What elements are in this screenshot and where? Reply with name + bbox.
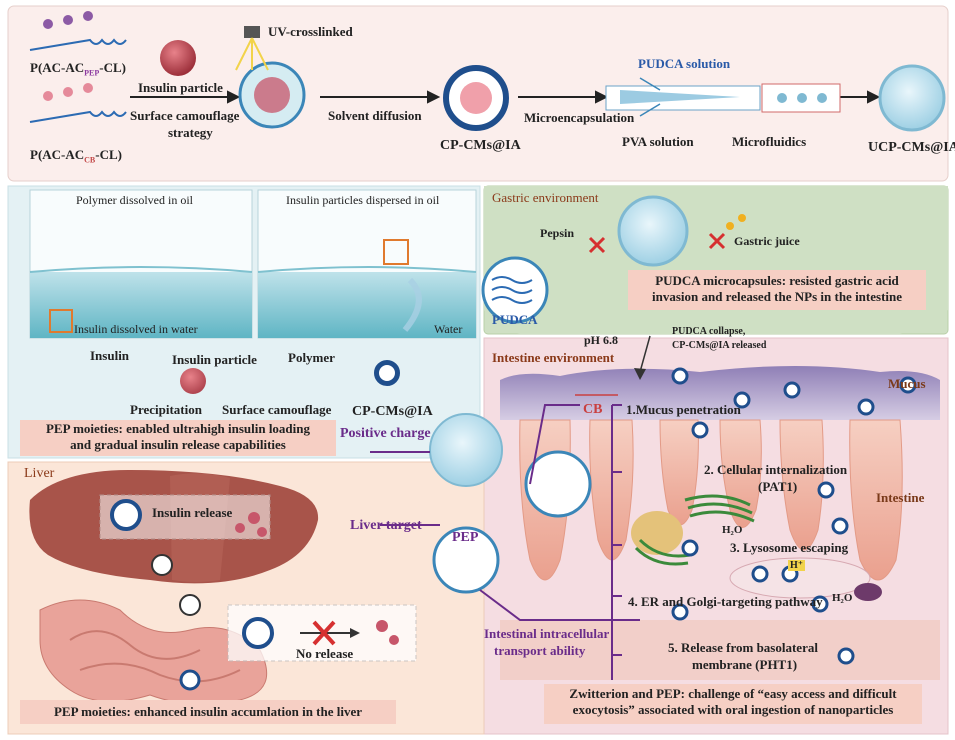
particles-oil-label: Insulin particles dispersed in oil <box>286 193 440 207</box>
insulin-release-label: Insulin release <box>152 505 233 520</box>
water-label: Water <box>434 322 463 336</box>
emulsion-cp-cms-ia-label: CP-CMs@IA <box>352 404 433 419</box>
pep-loading-note-line2: and gradual insulin release capabilities <box>70 437 286 453</box>
positive-charge-label: Positive charge <box>340 426 431 441</box>
pudca-note: PUDCA microcapsules: resisted gastric ac… <box>628 273 926 306</box>
ph-label: pH 6.8 <box>584 333 619 347</box>
microencapsulation-label: Microencapsulation <box>524 110 635 125</box>
transport-line1: Intestinal intracellular <box>484 626 610 641</box>
step1-label: 1.Mucus penetration <box>626 402 741 417</box>
zwitterion-note-line2: exocytosis” associated with oral ingesti… <box>572 702 894 718</box>
pep-loading-note: PEP moieties: enabled ultrahigh insulin … <box>20 421 336 454</box>
pudca-collapse-line1: PUDCA collapse, <box>672 326 746 337</box>
strategy-line1: Surface camouflage <box>130 108 240 123</box>
zwitterion-note: Zwitterion and PEP: challenge of “easy a… <box>544 686 922 719</box>
gastric-title: Gastric environment <box>492 190 599 205</box>
transport-line2: transport ability <box>494 643 586 658</box>
polymer-cb-label: P(AC-ACCB-CL) <box>30 147 122 165</box>
step3-label: 3. Lysosome escaping <box>730 540 849 555</box>
gastric-juice-label: Gastric juice <box>734 234 800 248</box>
insulin-label: Insulin <box>90 348 130 363</box>
pudca-solution-label: PUDCA solution <box>638 56 731 71</box>
strategy-line2: strategy <box>168 125 213 140</box>
step4-label: 4. ER and Golgi-targeting pathway <box>628 594 823 609</box>
polymer-oil-label: Polymer dissolved in oil <box>76 193 193 207</box>
cp-cms-ia-label: CP-CMs@IA <box>440 138 521 153</box>
insulin-particle-dot <box>180 368 206 394</box>
pudca-collapse-line2: CP-CMs@IA released <box>672 340 767 351</box>
uv-label: UV-crosslinked <box>268 24 353 39</box>
step2-line1: 2. Cellular internalization <box>704 462 848 477</box>
microfluidics-label: Microfluidics <box>732 134 807 149</box>
insulin-water-label: Insulin dissolved in water <box>74 322 198 336</box>
pepsin-label: Pepsin <box>540 226 575 240</box>
liver-title: Liver <box>24 466 55 481</box>
zwitterion-note-line1: Zwitterion and PEP: challenge of “easy a… <box>569 686 897 701</box>
liver-note: PEP moieties: enhanced insulin accumlati… <box>53 704 363 719</box>
precipitation-label: Precipitation <box>130 402 202 417</box>
pudca-label: PUDCA <box>492 312 538 327</box>
liver-target-label: Liver target <box>350 518 422 533</box>
emulsion-insulin-particle-label: Insulin particle <box>172 352 257 367</box>
pep-label: PEP <box>452 530 479 545</box>
pep-subscript: PEP <box>84 68 100 78</box>
polymer-label: Polymer <box>288 350 335 365</box>
ucp-cms-ia-label: UCP-CMs@IA <box>868 140 955 155</box>
pudca-note-line2: invasion and released the NPs in the int… <box>651 289 903 305</box>
step5-line2: membrane (PHT1) <box>692 657 798 672</box>
pva-solution-label: PVA solution <box>622 134 694 149</box>
cp-cms-ia-dot <box>374 360 400 386</box>
surface-camouflage-label: Surface camouflage <box>222 402 332 417</box>
intestine-label: Intestine <box>876 490 925 505</box>
pep-loading-note-line1: PEP moieties: enabled ultrahigh insulin … <box>45 421 311 436</box>
cb-label: CB <box>583 402 603 417</box>
h2o-label-2: H₂O <box>832 592 853 604</box>
hplus-label: H⁺ <box>788 560 806 571</box>
pudca-note-line1: PUDCA microcapsules: resisted gastric ac… <box>655 273 899 288</box>
cb-subscript: CB <box>84 155 96 165</box>
no-release-label: No release <box>296 646 354 661</box>
polymer-pep-label: P(AC-ACPEP-CL) <box>30 60 126 78</box>
mucus-label: Mucus <box>888 376 926 391</box>
h2o-label-1: H₂O <box>722 524 743 536</box>
intestine-title: Intestine environment <box>492 350 615 365</box>
insulin-particle-label: Insulin particle <box>138 80 223 95</box>
solvent-diffusion-label: Solvent diffusion <box>328 108 422 123</box>
step2-line2: (PAT1) <box>758 479 798 494</box>
step5-line1: 5. Release from basolateral <box>668 640 818 655</box>
